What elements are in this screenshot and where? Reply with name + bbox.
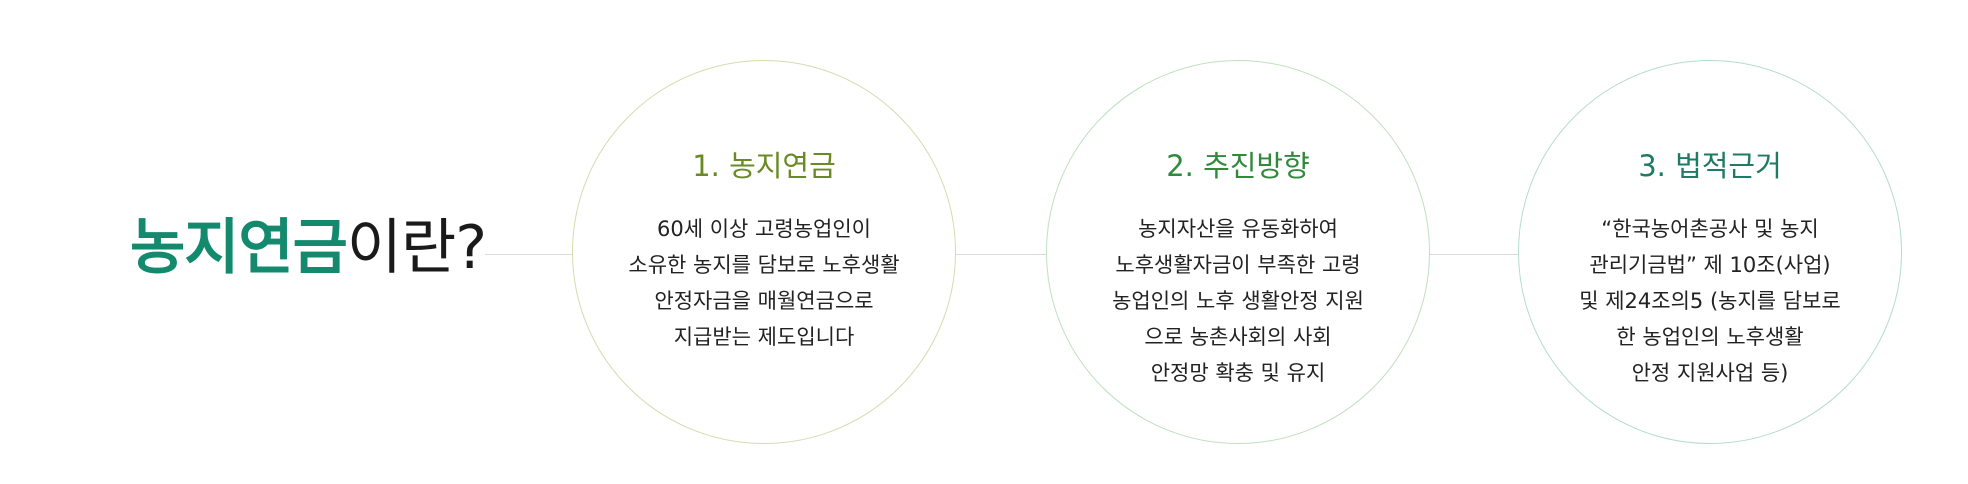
description-line: 및 제24조의5 (농지를 담보로: [1579, 289, 1841, 313]
info-circle-legal-basis: 3. 법적근거 “한국농어촌공사 및 농지 관리기금법” 제 10조(사업) 및…: [1518, 60, 1902, 444]
circle-description: “한국농어촌공사 및 농지 관리기금법” 제 10조(사업) 및 제24조의5 …: [1539, 211, 1881, 391]
description-line: 한 농업인의 노후생활: [1616, 325, 1804, 349]
page-title: 농지연금이란?: [130, 208, 487, 288]
description-line: 으로 농촌사회의 사회: [1144, 325, 1332, 349]
description-line: “한국농어촌공사 및 농지: [1601, 217, 1819, 241]
circle-title: 2. 추진방향: [1166, 149, 1310, 183]
description-line: 안정자금을 매월연금으로: [654, 289, 874, 313]
info-circle-pension: 1. 농지연금 60세 이상 고령농업인이 소유한 농지를 담보로 노후생활 안…: [572, 60, 956, 444]
description-line: 소유한 농지를 담보로 노후생활: [628, 253, 900, 277]
page-title-accent: 농지연금: [130, 213, 348, 284]
page-title-rest: 이란?: [346, 213, 487, 284]
description-line: 60세 이상 고령농업인이: [657, 217, 871, 241]
description-line: 농업인의 노후 생활안정 지원: [1112, 289, 1364, 313]
description-line: 안정망 확충 및 유지: [1150, 361, 1326, 385]
description-line: 노후생활자금이 부족한 고령: [1115, 253, 1361, 277]
circle-title: 3. 법적근거: [1638, 149, 1782, 183]
description-line: 관리기금법” 제 10조(사업): [1589, 253, 1831, 277]
description-line: 농지자산을 유동화하여: [1138, 217, 1338, 241]
description-line: 안정 지원사업 등): [1631, 361, 1789, 385]
circle-title: 1. 농지연금: [692, 149, 836, 183]
description-line: 지급받는 제도입니다: [673, 325, 855, 349]
circle-description: 60세 이상 고령농업인이 소유한 농지를 담보로 노후생활 안정자금을 매월연…: [593, 211, 935, 355]
circle-description: 농지자산을 유동화하여 노후생활자금이 부족한 고령 농업인의 노후 생활안정 …: [1067, 211, 1409, 391]
info-circle-direction: 2. 추진방향 농지자산을 유동화하여 노후생활자금이 부족한 고령 농업인의 …: [1046, 60, 1430, 444]
